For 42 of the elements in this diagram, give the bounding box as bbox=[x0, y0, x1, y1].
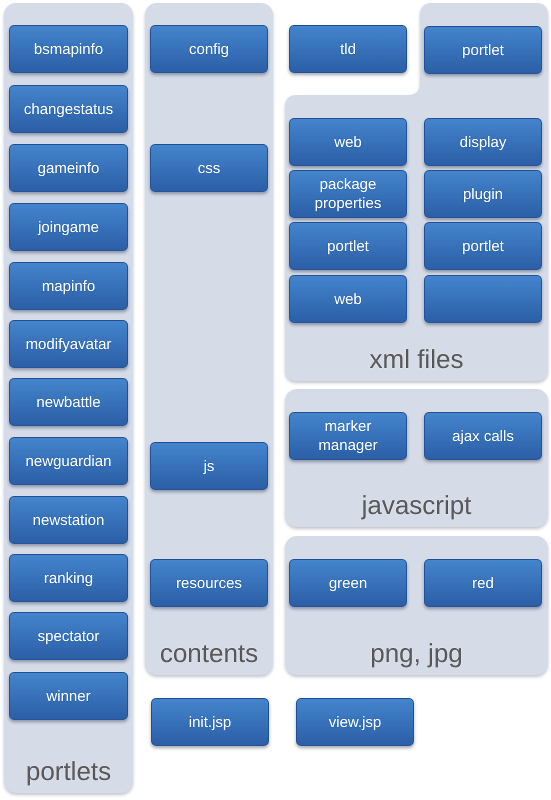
group-title: portlets bbox=[26, 756, 112, 786]
item-box: init.jsp bbox=[151, 698, 269, 746]
group-title: contents bbox=[160, 638, 258, 668]
item-box: config bbox=[150, 25, 268, 73]
item-box: bsmapinfo bbox=[9, 25, 128, 73]
item-box: web bbox=[289, 275, 407, 323]
item-box: red bbox=[424, 559, 542, 607]
item-box: ranking bbox=[9, 554, 128, 602]
group-title: javascript bbox=[362, 490, 472, 520]
item-box: marker manager bbox=[289, 412, 407, 460]
item-box: css bbox=[150, 144, 268, 192]
item-box: view.jsp bbox=[296, 698, 414, 746]
item-box: js bbox=[150, 442, 268, 490]
group-title: xml files bbox=[370, 344, 464, 374]
item-box: plugin bbox=[424, 170, 542, 218]
item-box: gameinfo bbox=[9, 144, 128, 192]
item-box: spectator bbox=[9, 612, 128, 660]
item-box: mapinfo bbox=[9, 262, 128, 310]
group-panel bbox=[285, 536, 548, 675]
item-box: newguardian bbox=[9, 437, 128, 485]
item-box: web bbox=[289, 118, 407, 166]
item-box: changestatus bbox=[9, 85, 128, 133]
item-box: joingame bbox=[9, 203, 128, 251]
item-box: green bbox=[289, 559, 407, 607]
item-box: ajax calls bbox=[424, 412, 542, 460]
empty-box bbox=[424, 275, 542, 323]
item-box: newbattle bbox=[9, 378, 128, 426]
group-panel bbox=[145, 3, 273, 675]
item-box: winner bbox=[9, 672, 128, 720]
item-box: newstation bbox=[9, 496, 128, 544]
group-panel bbox=[285, 389, 548, 527]
item-box: portlet bbox=[424, 222, 542, 270]
item-box: portlet bbox=[424, 26, 542, 74]
item-box: modifyavatar bbox=[9, 320, 128, 368]
item-box: display bbox=[424, 118, 542, 166]
item-box: resources bbox=[150, 559, 268, 607]
group-panel bbox=[4, 3, 133, 793]
item-box: tld bbox=[289, 25, 407, 73]
item-box: portlet bbox=[289, 222, 407, 270]
group-title: png, jpg bbox=[370, 638, 463, 668]
item-box: package properties bbox=[289, 170, 407, 218]
group-panel bbox=[285, 3, 548, 381]
